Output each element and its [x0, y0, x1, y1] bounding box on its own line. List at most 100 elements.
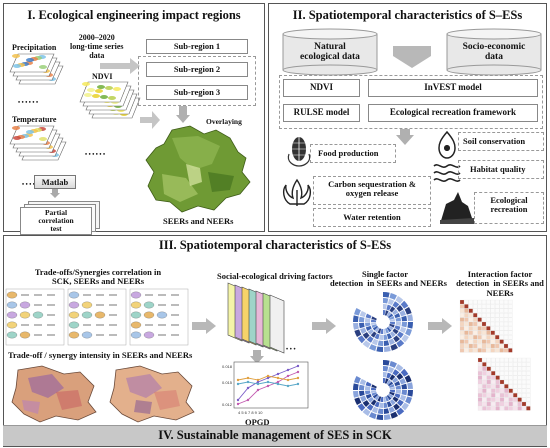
heatmap-cell	[464, 317, 469, 322]
circular-segment	[399, 378, 406, 385]
circular-segment	[371, 316, 377, 321]
heatmap-cell	[491, 401, 496, 407]
flow-arrow-to-subregions	[100, 58, 140, 74]
heatmap-cell	[526, 393, 531, 398]
food-production-label: Food production	[318, 148, 379, 158]
circular-segment	[405, 396, 412, 404]
circular-segment	[394, 313, 401, 319]
circular-segment	[362, 332, 370, 339]
heatmap-cell	[504, 384, 509, 389]
heatmap-cell	[517, 393, 522, 398]
heatmap-cell	[468, 326, 473, 331]
svg-text:4 5 6 7 8 9 10: 4 5 6 7 8 9 10	[238, 410, 263, 415]
heatmap-cell	[473, 308, 478, 313]
driving-factors-label: Social-ecological driving factors	[217, 271, 333, 281]
heatmap-cell	[499, 313, 504, 318]
heatmap-cell	[468, 317, 473, 322]
heatmap-cell	[491, 393, 496, 398]
circular-segment	[393, 403, 400, 411]
heatmap-cell	[486, 348, 491, 353]
circular-segment	[389, 386, 395, 390]
driving-factor-layers: • • •	[227, 282, 296, 354]
circular-segment	[404, 375, 412, 383]
heatmap-cell	[513, 379, 518, 385]
heatmap-cell	[503, 317, 509, 322]
circular-segment	[365, 390, 371, 395]
circular-segment	[390, 343, 398, 351]
water-retention-label: Water retention	[343, 212, 401, 222]
dots-2: • • • • • •	[22, 182, 43, 188]
circular-segment	[386, 379, 392, 385]
circular-segment	[389, 318, 395, 322]
water-retention-frame	[313, 208, 431, 227]
heatmap-cell	[495, 304, 500, 309]
circular-segment	[385, 328, 389, 334]
heatmap-cell	[526, 388, 531, 393]
heatmap-cell	[464, 299, 469, 305]
heatmap-cell	[495, 348, 500, 353]
invest-model-box: InVEST model	[368, 79, 538, 97]
circular-segment	[395, 385, 401, 390]
heatmap-cell	[499, 393, 505, 398]
subregion-dashed-frame	[138, 56, 256, 106]
heatmap-cell	[482, 362, 487, 367]
heatmap-cell	[481, 308, 487, 313]
heatmap-cell	[508, 348, 513, 353]
heatmap-cell	[504, 366, 509, 371]
circular-segment	[371, 387, 377, 390]
heatmap-cell	[521, 362, 527, 367]
heatmap-cell	[490, 339, 495, 344]
heatmap-cell	[508, 317, 513, 322]
data-merge-arrow	[393, 46, 431, 68]
heatmap-cell	[490, 308, 495, 313]
circular-segment	[359, 316, 365, 322]
heatmap-cell	[517, 397, 522, 402]
heatmap-cell	[473, 321, 478, 327]
heatmap-cell	[486, 339, 491, 344]
heatmap-cell	[459, 330, 465, 335]
heatmap-cell	[473, 313, 478, 318]
heatmap-cell	[464, 304, 469, 309]
heatmap-cell	[499, 335, 504, 340]
circular-segment	[389, 391, 395, 396]
heatmap-cell	[526, 397, 531, 402]
heatmap-cell	[477, 401, 483, 407]
heatmap-cell	[477, 339, 482, 344]
heatmap-cell	[526, 406, 531, 411]
panel4-title: IV. Sustainable management of SES in SCK	[158, 428, 392, 442]
circular-segment	[400, 300, 409, 309]
circular-segment	[395, 390, 401, 394]
heatmap-cell	[477, 375, 483, 380]
circular-segment	[388, 393, 394, 399]
circular-segment	[399, 310, 406, 317]
arrow-to-opgd	[250, 350, 264, 364]
circular-segment	[401, 315, 407, 322]
heatmap-cell	[526, 379, 531, 385]
circular-segment	[401, 334, 409, 343]
circular-segment	[389, 322, 395, 325]
svg-text:0.015: 0.015	[222, 380, 233, 385]
circular-segment	[404, 307, 412, 315]
ndvi-layer-stack	[79, 81, 141, 119]
heatmap-cell	[521, 397, 527, 402]
heatmap-cell	[481, 330, 487, 335]
circular-segment	[372, 393, 379, 399]
heatmap-cell	[499, 401, 505, 407]
circular-segment	[407, 390, 413, 397]
circular-segment	[383, 378, 386, 384]
subregion-3-box: Sub-region 3	[146, 85, 248, 100]
heatmap-cell	[486, 384, 491, 389]
heatmap-cell	[473, 343, 478, 349]
circular-segment	[392, 377, 399, 384]
heatmap-cell	[495, 339, 500, 344]
circular-segment	[354, 397, 362, 405]
circular-segment	[353, 390, 359, 398]
circular-segment	[367, 396, 374, 403]
circular-segment	[401, 383, 407, 390]
heatmap-cell	[468, 343, 473, 349]
circular-segment	[383, 396, 387, 402]
circular-segment	[365, 381, 372, 387]
panel1-title: I. Ecological engineering impact regions	[27, 8, 241, 22]
heatmap-cell	[490, 326, 495, 331]
rusle-model-box: RULSE model	[283, 104, 360, 122]
